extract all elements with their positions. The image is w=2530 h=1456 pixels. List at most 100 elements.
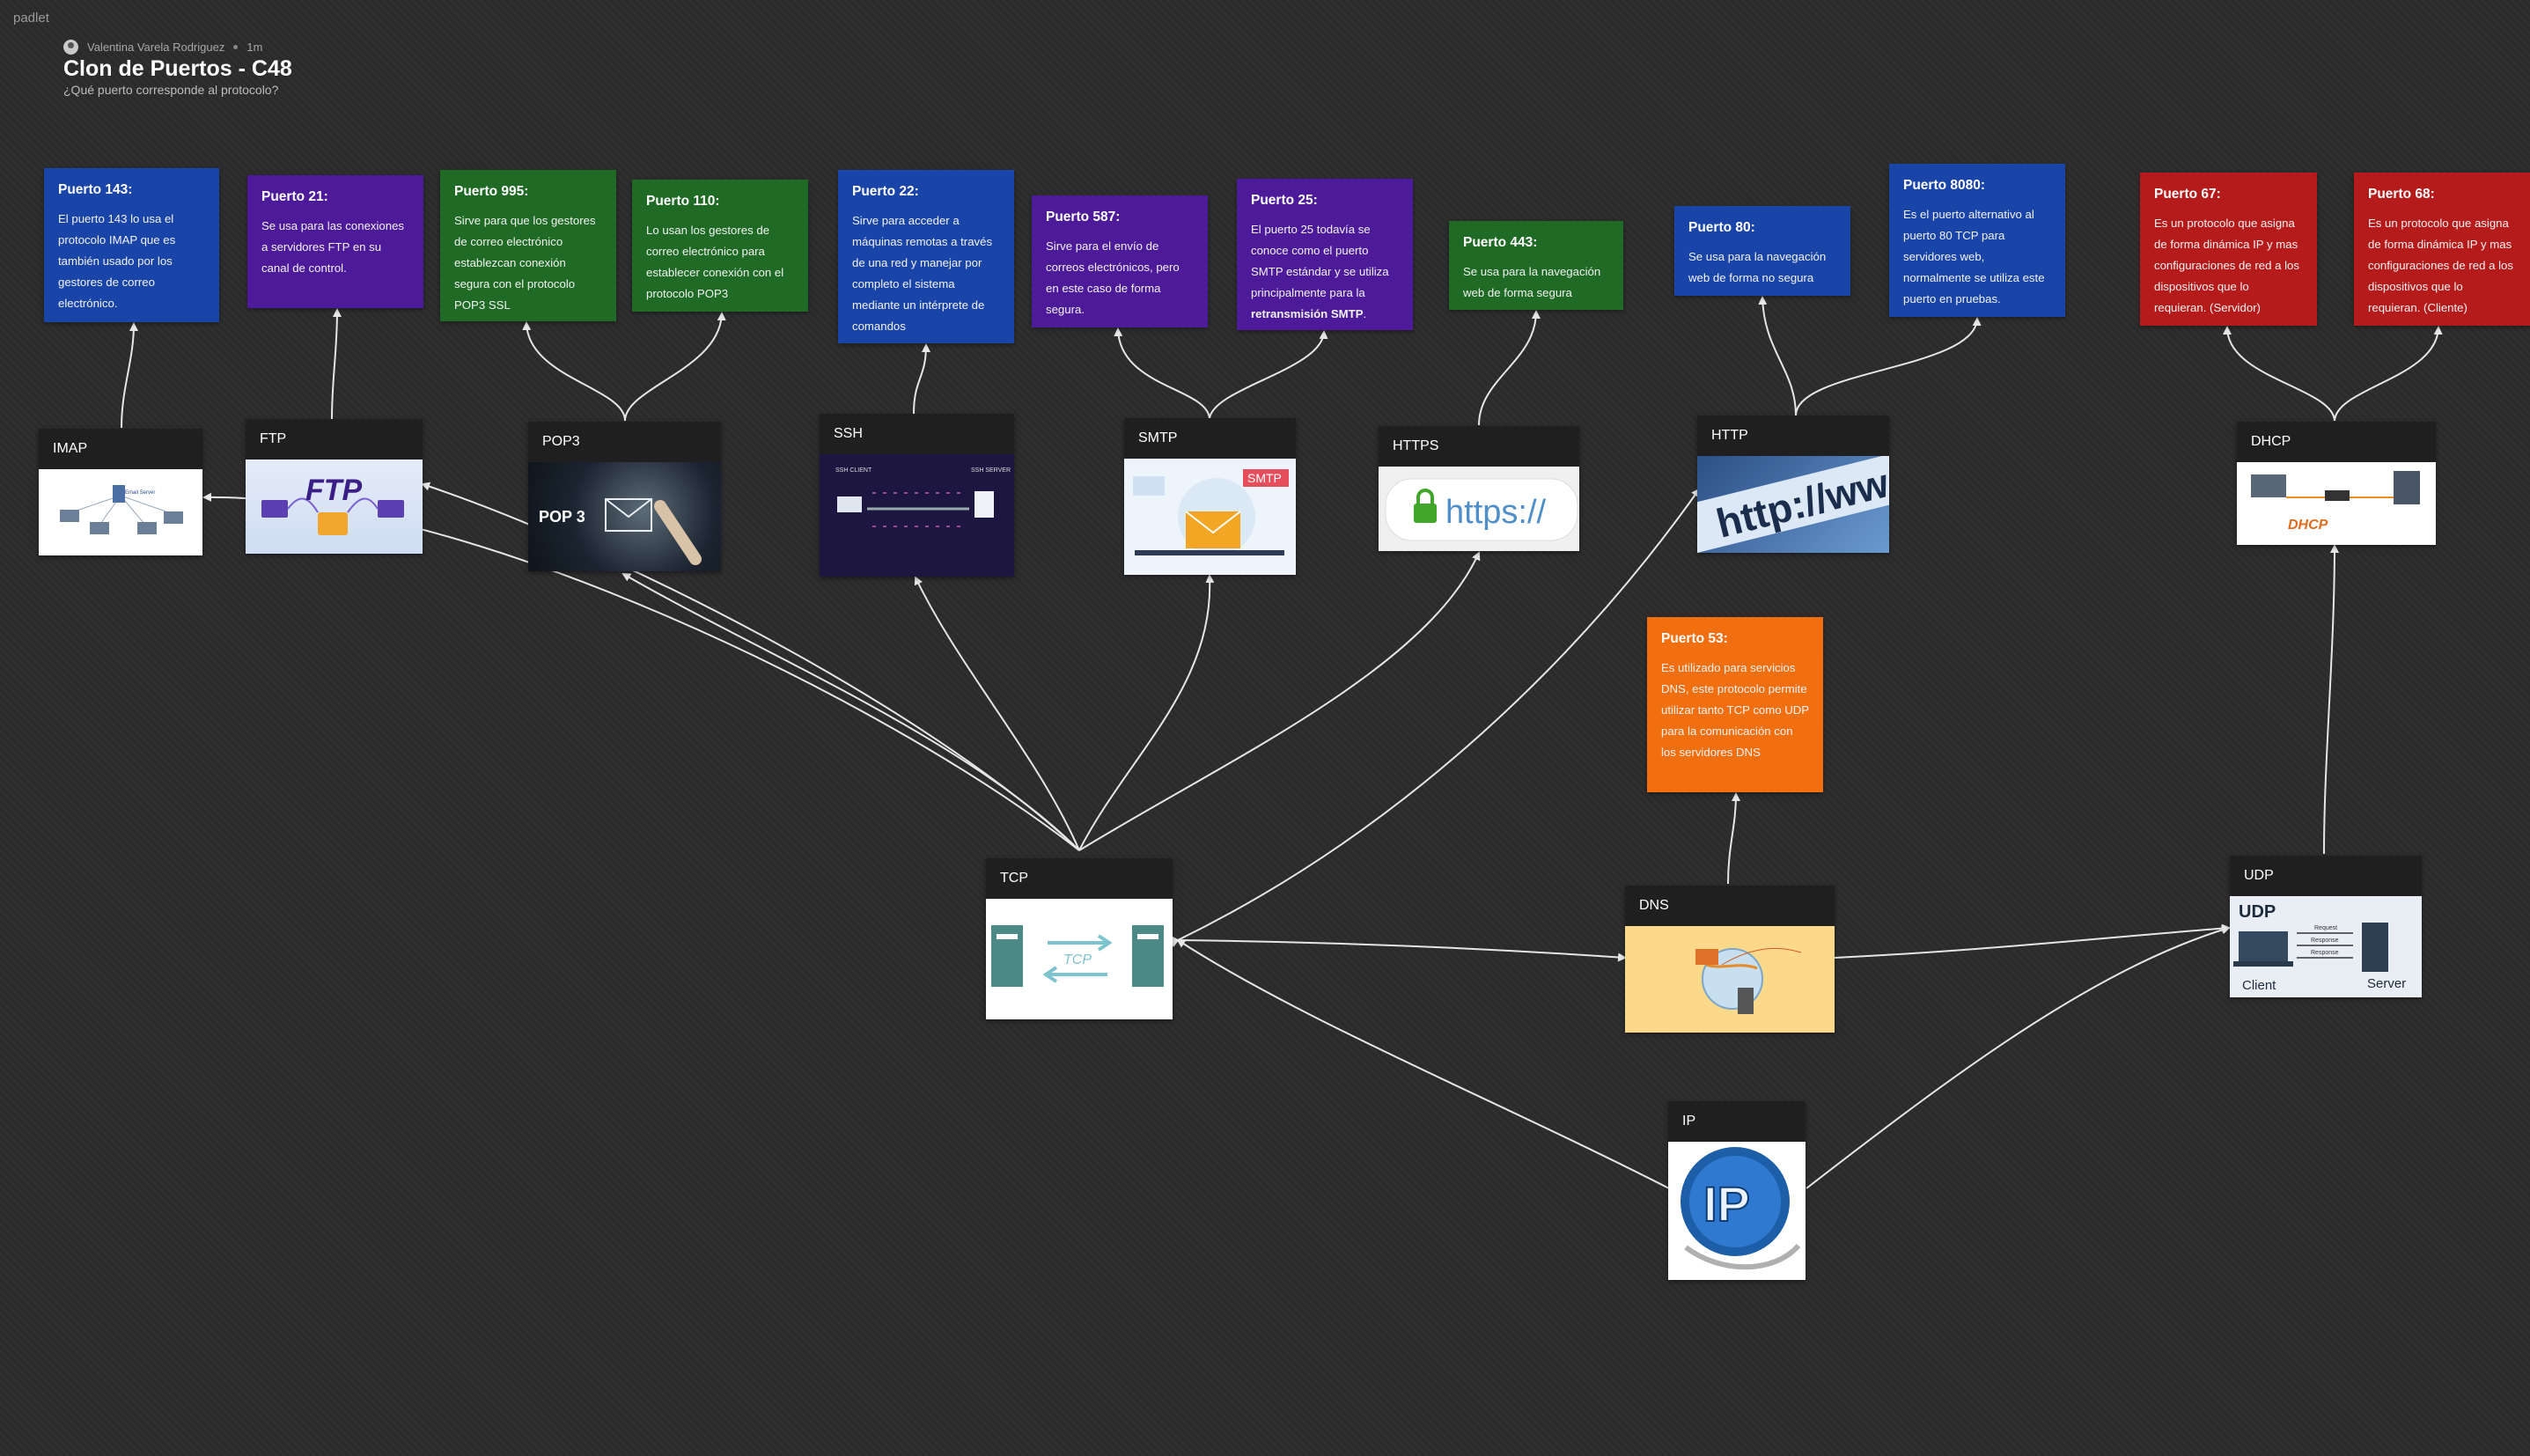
note-title: Puerto 68: (2368, 187, 2435, 202)
arrow-ip-tcp (1176, 938, 1670, 1189)
card-title: POP3 (528, 422, 721, 462)
arrow-ftp-note (331, 308, 342, 420)
avatar[interactable] (63, 40, 78, 55)
card-https[interactable]: HTTPS https:// (1379, 426, 1579, 551)
author-name: Valentina Varela Rodriguez (87, 40, 225, 54)
arrow-tcp-smtp (1078, 574, 1215, 851)
card-title: UDP (2230, 856, 2422, 896)
note-title: Puerto 67: (2154, 187, 2221, 202)
note-port-25[interactable]: Puerto 25: El puerto 25 todavía se conoc… (1237, 179, 1413, 330)
arrow-pop3-note995 (522, 321, 626, 422)
note-body-text: El puerto 25 todavía se conoce como el p… (1251, 223, 1389, 299)
card-tcp[interactable]: TCP TCP (986, 858, 1173, 1019)
udp-response-label-1: Response (2311, 938, 2339, 944)
note-port-21[interactable]: Puerto 21: Se usa para las conexiones a … (247, 175, 423, 308)
note-body: Sirve para que los gestores de correo el… (454, 214, 596, 312)
ftp-image-label: FTP (305, 474, 363, 507)
padlet-logo[interactable]: padlet (13, 11, 49, 26)
tcp-image: TCP (986, 899, 1173, 1019)
note-port-143[interactable]: Puerto 143: El puerto 143 lo usa el prot… (44, 168, 219, 322)
note-port-443[interactable]: Puerto 443: Se usa para la navegación we… (1449, 221, 1623, 310)
arrow-tcp-ssh (914, 576, 1080, 851)
card-title: IMAP (39, 429, 202, 469)
ip-image: IP (1668, 1142, 1806, 1280)
page-subtitle: ¿Qué puerto corresponde al protocolo? (63, 83, 279, 97)
note-title: Puerto 110: (646, 194, 720, 209)
card-ssh[interactable]: SSH SSH CLIENT SSH SERVER (820, 414, 1014, 577)
arrow-imap-note (121, 322, 138, 429)
card-title: HTTP (1697, 415, 1889, 456)
card-smtp[interactable]: SMTP SMTP (1124, 418, 1296, 575)
note-title: Puerto 8080: (1903, 178, 1986, 193)
smtp-image-label: SMTP (1247, 471, 1282, 485)
author-row: Valentina Varela Rodriguez 1m (63, 40, 262, 55)
card-pop3[interactable]: POP3 POP 3 (528, 422, 721, 571)
udp-request-label: Request (2314, 925, 2337, 931)
card-title: TCP (986, 858, 1173, 899)
note-body-tail: . (1363, 307, 1367, 320)
smtp-icon: SMTP (1133, 469, 1289, 555)
card-title: SMTP (1124, 418, 1296, 459)
pop3-image: POP 3 (528, 462, 721, 571)
note-port-80[interactable]: Puerto 80: Se usa para la navegación web… (1674, 206, 1850, 296)
dhcp-diagram-image: DHCP (2237, 462, 2436, 545)
imap-image-label: Email Server (125, 490, 155, 496)
arrow-ssh-note (913, 343, 930, 415)
note-title: Puerto 443: (1463, 235, 1538, 250)
ftp-image: FTP (246, 460, 423, 554)
ip-globe-icon: IP (1681, 1147, 1801, 1270)
card-ftp[interactable]: FTP FTP (246, 419, 423, 554)
https-image: https:// (1379, 467, 1579, 551)
arrow-smtp-note587 (1114, 327, 1210, 419)
smtp-image: SMTP (1124, 459, 1296, 575)
card-imap[interactable]: IMAP Email Server (39, 429, 202, 555)
dhcp-icon: DHCP (2251, 471, 2420, 533)
arrow-pop3-note110 (624, 312, 726, 422)
note-body: Es un protocolo que asigna de forma diná… (2368, 217, 2513, 314)
note-port-53[interactable]: Puerto 53: Es utilizado para servicios D… (1647, 617, 1823, 792)
card-title: IP (1668, 1101, 1806, 1142)
note-port-8080[interactable]: Puerto 8080: Es el puerto alternativo al… (1889, 164, 2065, 317)
tcp-image-label: TCP (1063, 952, 1092, 967)
note-body-bold: retransmisión SMTP (1251, 307, 1364, 320)
note-body: Se usa para las conexiones a servidores … (261, 219, 405, 275)
imap-diagram-image: Email Server (39, 469, 202, 555)
note-title: Puerto 21: (261, 189, 328, 204)
separator-dot (233, 45, 239, 49)
note-body: Sirve para el envío de correos electróni… (1046, 239, 1180, 316)
card-dns[interactable]: DNS (1625, 886, 1835, 1033)
udp-server-label: Server (2367, 976, 2406, 991)
page-title: Clon de Puertos - C48 (63, 56, 292, 81)
envelope-icon: POP 3 (539, 498, 702, 565)
http-image-label: http://ww (1712, 460, 1889, 547)
arrow-tcp-pop3 (621, 572, 1080, 851)
arrow-smtp-note25 (1209, 330, 1328, 419)
card-udp[interactable]: UDP UDP Request Response Response Client… (2230, 856, 2422, 997)
udp-client-label: Client (2242, 978, 2276, 993)
ssh-diagram-image: SSH CLIENT SSH SERVER (820, 454, 1014, 577)
card-ip[interactable]: IP IP (1668, 1101, 1806, 1280)
note-title: Puerto 22: (852, 184, 919, 199)
note-title: Puerto 995: (454, 184, 529, 199)
arrow-dhcp-note67 (2223, 326, 2335, 422)
note-port-68[interactable]: Puerto 68: Es un protocolo que asigna de… (2354, 173, 2530, 326)
note-port-110[interactable]: Puerto 110: Lo usan los gestores de corr… (632, 180, 808, 312)
ssh-server-label: SSH SERVER (971, 467, 1011, 474)
note-body: El puerto 143 lo usa el protocolo IMAP q… (58, 212, 176, 310)
card-title: DNS (1625, 886, 1835, 926)
dns-image (1625, 926, 1835, 1033)
note-port-587[interactable]: Puerto 587: Sirve para el envío de corre… (1032, 195, 1208, 327)
note-port-67[interactable]: Puerto 67: Es un protocolo que asigna de… (2140, 173, 2317, 326)
arrow-ip-udp (1806, 925, 2231, 1189)
note-body: Se usa para la navegación web de forma n… (1688, 250, 1827, 284)
note-port-995[interactable]: Puerto 995: Sirve para que los gestores … (440, 170, 616, 321)
arrow-dhcp-note68 (2334, 326, 2443, 422)
card-dhcp[interactable]: DHCP DHCP (2237, 422, 2436, 545)
card-title: DHCP (2237, 422, 2436, 462)
card-http[interactable]: HTTP http://ww (1697, 415, 1889, 553)
tcp-icon: TCP (991, 925, 1164, 987)
ssh-icon: SSH CLIENT SSH SERVER (835, 467, 1011, 527)
note-body: Es el puerto alternativo al puerto 80 TC… (1903, 208, 2045, 305)
note-port-22[interactable]: Puerto 22: Sirve para acceder a máquinas… (838, 170, 1014, 343)
